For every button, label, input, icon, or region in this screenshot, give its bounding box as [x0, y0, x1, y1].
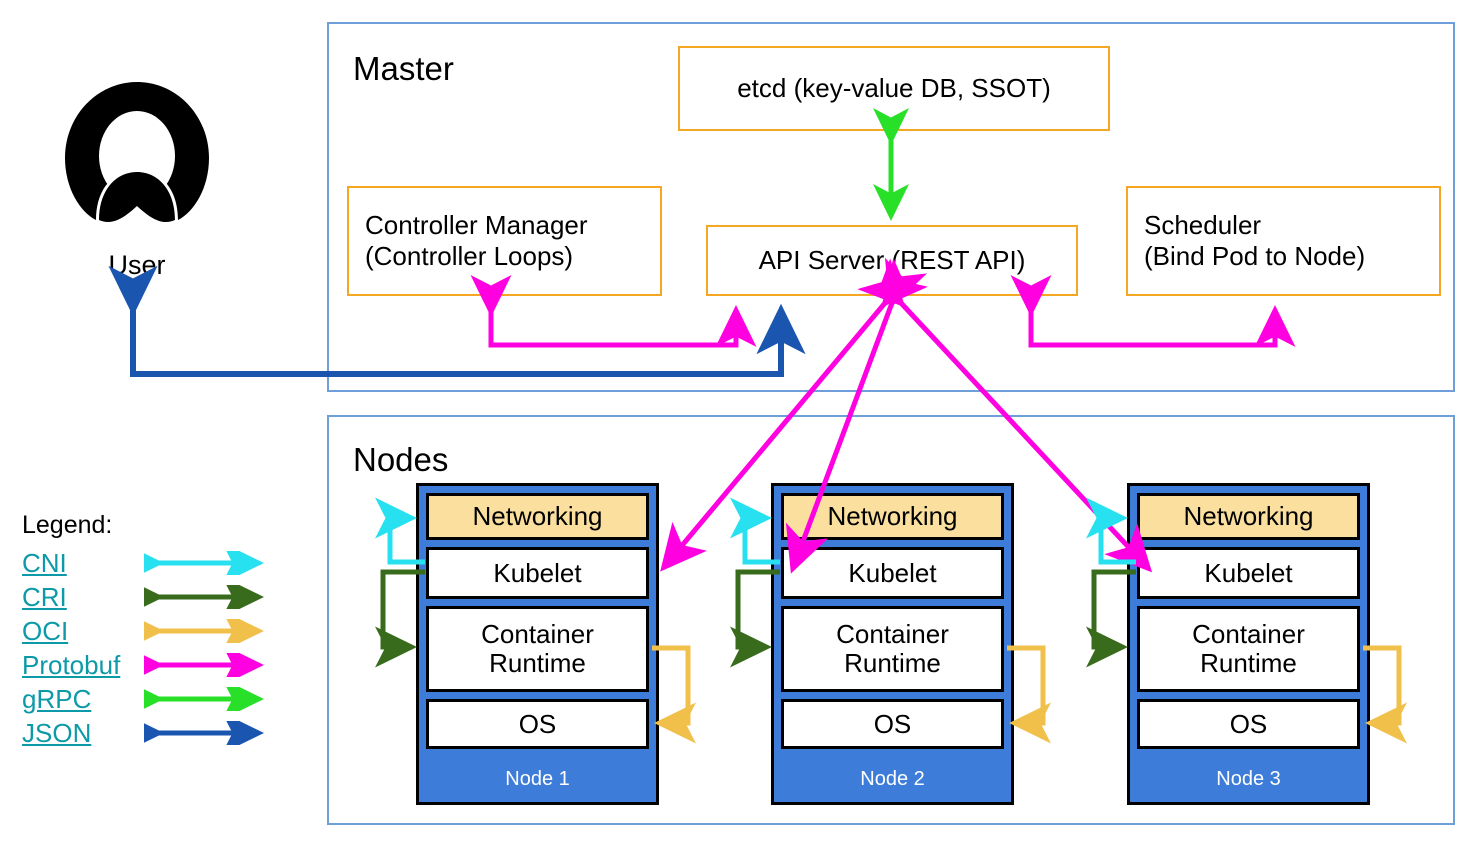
scheduler-box[interactable]: Scheduler (Bind Pod to Node): [1126, 186, 1441, 296]
node-2-os-label: OS: [873, 708, 912, 739]
controller-manager-box[interactable]: Controller Manager (Controller Loops): [347, 186, 662, 296]
node-3-networking-layer[interactable]: Networking: [1137, 493, 1360, 540]
node-2-kubelet-layer[interactable]: Kubelet: [781, 547, 1004, 599]
legend-label-protobuf[interactable]: Protobuf: [22, 650, 121, 680]
node-3-kubelet-layer[interactable]: Kubelet: [1137, 547, 1360, 599]
node-3-oci-connector: [1363, 645, 1407, 744]
node-1-os-layer[interactable]: OS: [426, 699, 649, 749]
node-3-networking-label: Networking: [1183, 501, 1314, 532]
legend-row-oci[interactable]: OCI: [22, 614, 292, 648]
user-avatar-icon: [62, 78, 212, 226]
node-3-cri-connector: [1086, 569, 1136, 668]
node-1-container-runtime-layer[interactable]: Container Runtime: [426, 606, 649, 692]
etcd-label: etcd (key-value DB, SSOT): [737, 73, 1051, 104]
api-server-label: API Server (REST API): [758, 245, 1026, 276]
legend-row-cri[interactable]: CRI: [22, 580, 292, 614]
node-2-cri-connector: [730, 569, 780, 668]
node-3-container-runtime-label: Container Runtime: [1192, 619, 1305, 678]
node-3-os-layer[interactable]: OS: [1137, 699, 1360, 749]
node-2-kubelet-label: Kubelet: [848, 557, 937, 588]
node-2-networking-label: Networking: [827, 501, 958, 532]
legend-row-cni[interactable]: CNI: [22, 546, 292, 580]
node-3-os-label: OS: [1229, 708, 1268, 739]
node-2-name: Node 2: [860, 767, 925, 790]
node-3-name: Node 3: [1216, 767, 1281, 790]
node-2-cni-connector: [730, 497, 780, 565]
node-2-container-runtime-layer[interactable]: Container Runtime: [781, 606, 1004, 692]
legend-arrow-cni: [144, 551, 265, 575]
node-2-os-layer[interactable]: OS: [781, 699, 1004, 749]
nodes-group-title: Nodes: [353, 441, 449, 478]
node-1-kubelet-layer[interactable]: Kubelet: [426, 547, 649, 599]
node-1-oci-connector: [652, 645, 696, 744]
legend-row-json[interactable]: JSON: [22, 716, 292, 750]
node-2-container-runtime-label: Container Runtime: [836, 619, 949, 678]
legend-label-cni[interactable]: CNI: [22, 548, 67, 578]
node-1-kubelet-label: Kubelet: [493, 557, 582, 588]
node-1-cri-connector: [375, 569, 425, 668]
legend-row-grpc[interactable]: gRPC: [22, 682, 292, 716]
node-1-cni-connector: [375, 497, 425, 565]
scheduler-label: Scheduler (Bind Pod to Node): [1144, 210, 1366, 271]
legend-label-json[interactable]: JSON: [22, 718, 92, 748]
node-1-name: Node 1: [505, 767, 570, 790]
node-1-networking-label: Networking: [472, 501, 603, 532]
controller-manager-label: Controller Manager (Controller Loops): [365, 210, 588, 271]
node-3-kubelet-label: Kubelet: [1204, 557, 1293, 588]
legend-title: Legend:: [22, 511, 113, 539]
legend: Legend: CNI CRI OCI: [22, 513, 292, 750]
node-2-oci-connector: [1007, 645, 1051, 744]
legend-label-oci[interactable]: OCI: [22, 616, 69, 646]
legend-arrow-cri: [144, 585, 265, 609]
node-1-networking-layer[interactable]: Networking: [426, 493, 649, 540]
legend-label-grpc[interactable]: gRPC: [22, 684, 92, 714]
user-label: User: [108, 250, 166, 280]
master-group-title: Master: [353, 50, 454, 87]
node-box-3[interactable]: Networking Kubelet Container Runtime OS …: [1127, 483, 1370, 805]
node-1-container-runtime-label: Container Runtime: [481, 619, 594, 678]
legend-arrow-oci: [144, 619, 265, 643]
legend-row-protobuf[interactable]: Protobuf: [22, 648, 292, 682]
etcd-box[interactable]: etcd (key-value DB, SSOT): [678, 46, 1110, 131]
legend-arrow-json: [144, 721, 265, 745]
legend-arrow-grpc: [144, 687, 265, 711]
node-box-1[interactable]: Networking Kubelet Container Runtime OS …: [416, 483, 659, 805]
legend-label-cri[interactable]: CRI: [22, 582, 67, 612]
node-3-container-runtime-layer[interactable]: Container Runtime: [1137, 606, 1360, 692]
api-server-box[interactable]: API Server (REST API): [706, 225, 1078, 296]
legend-arrow-protobuf: [144, 653, 265, 677]
node-3-cni-connector: [1086, 497, 1136, 565]
node-1-os-label: OS: [518, 708, 557, 739]
